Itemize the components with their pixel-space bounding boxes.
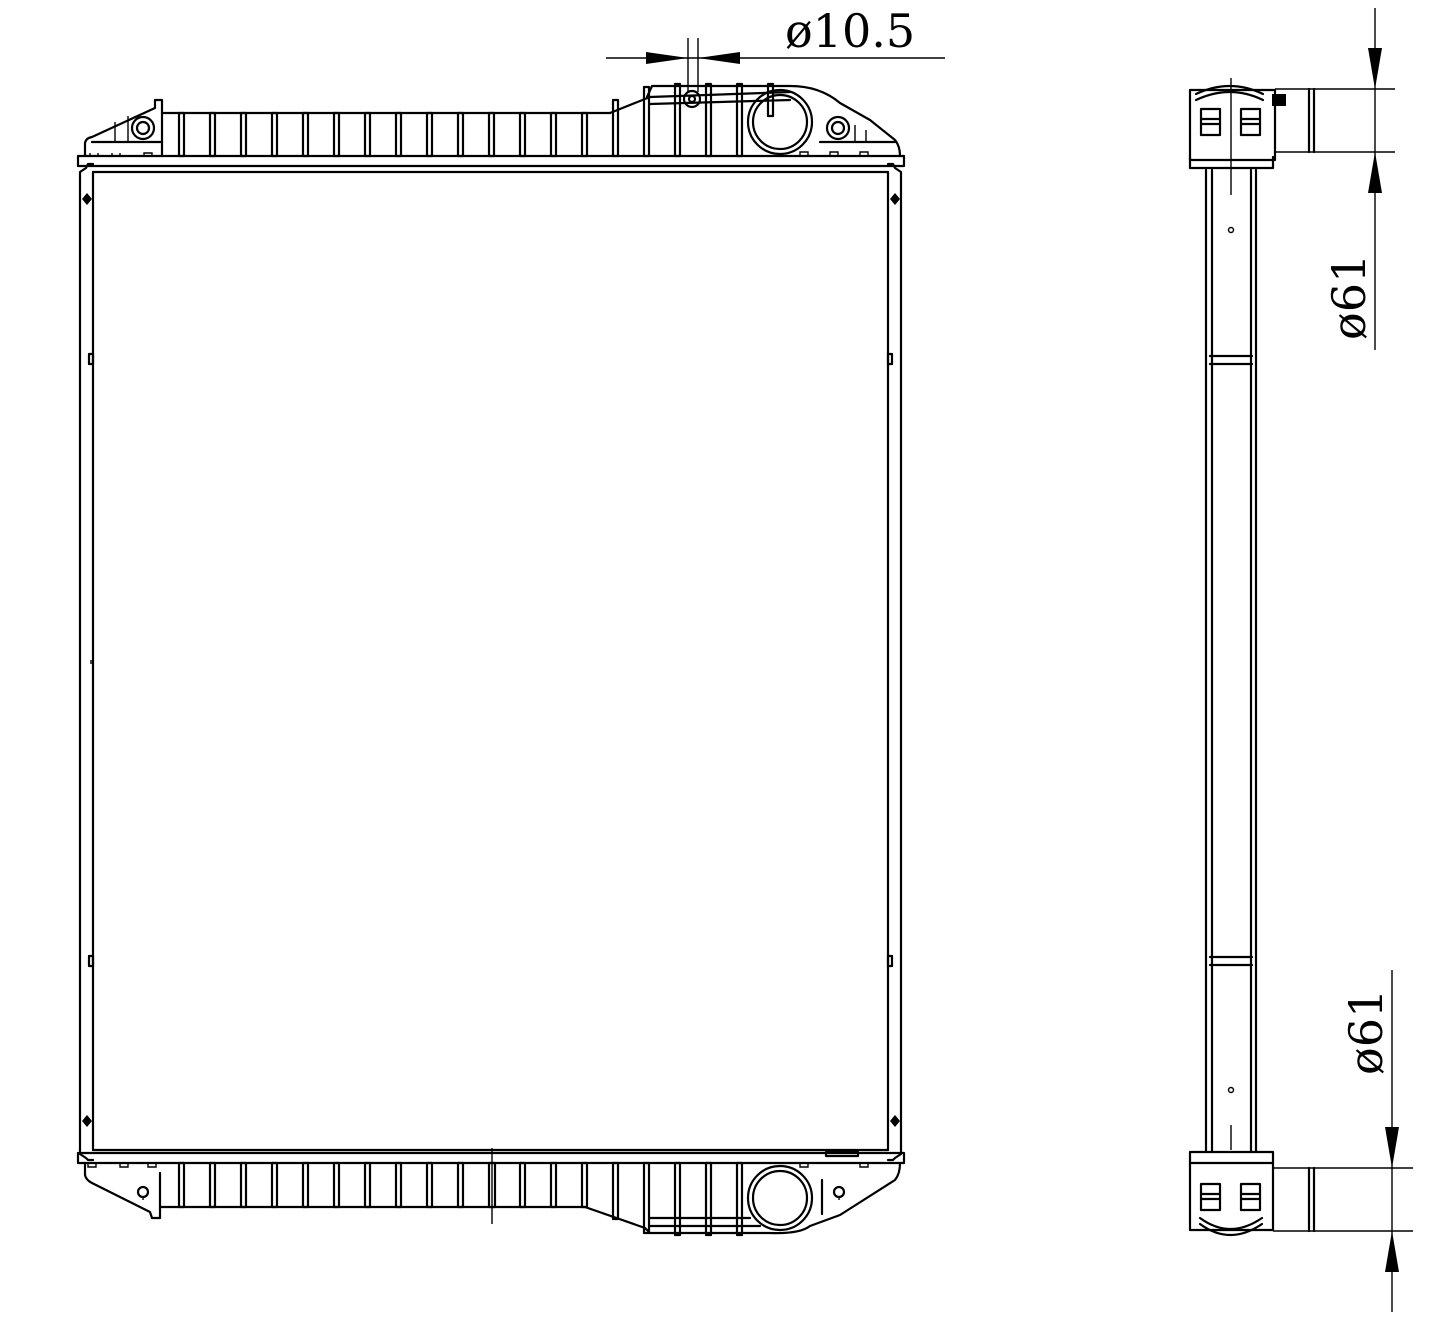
tank-ribs: [177, 1161, 744, 1237]
arrow-right-icon: [646, 52, 688, 64]
bottom-tank: [76, 1148, 906, 1237]
mount-marker-icon: [82, 193, 92, 205]
radiator-core: [78, 162, 903, 1162]
side-bottom-tank: [1188, 1125, 1413, 1236]
dimension-side-inlet: ø61: [1322, 8, 1382, 350]
mount-marker-icon: [890, 1115, 900, 1127]
dimension-label-side-outlet: ø61: [1339, 989, 1393, 1075]
side-core: [1204, 168, 1258, 1154]
outlet-port: [746, 1164, 814, 1232]
arrow-down-icon: [1385, 1127, 1399, 1168]
inlet-port: [746, 88, 814, 156]
dimension-label-top-hole: ø10.5: [785, 4, 915, 58]
arrow-left-icon: [698, 52, 740, 64]
mount-marker-icon: [82, 1115, 92, 1127]
side-view: ø61 ø61: [1188, 8, 1413, 1312]
dimension-side-outlet: ø61: [1339, 970, 1399, 1312]
side-top-tank: [1188, 78, 1395, 195]
vent-hole: [682, 89, 702, 109]
front-view: ø10.5: [76, 4, 945, 1237]
tank-ribs: [177, 82, 775, 158]
dimension-top-hole: ø10.5: [606, 4, 945, 92]
top-tank: [76, 82, 906, 168]
arrow-up-icon: [1385, 1231, 1399, 1272]
dimension-label-side-inlet: ø61: [1322, 254, 1376, 340]
mount-marker-icon: [890, 193, 900, 205]
arrow-down-icon: [1368, 48, 1382, 89]
arrow-up-icon: [1368, 152, 1382, 193]
